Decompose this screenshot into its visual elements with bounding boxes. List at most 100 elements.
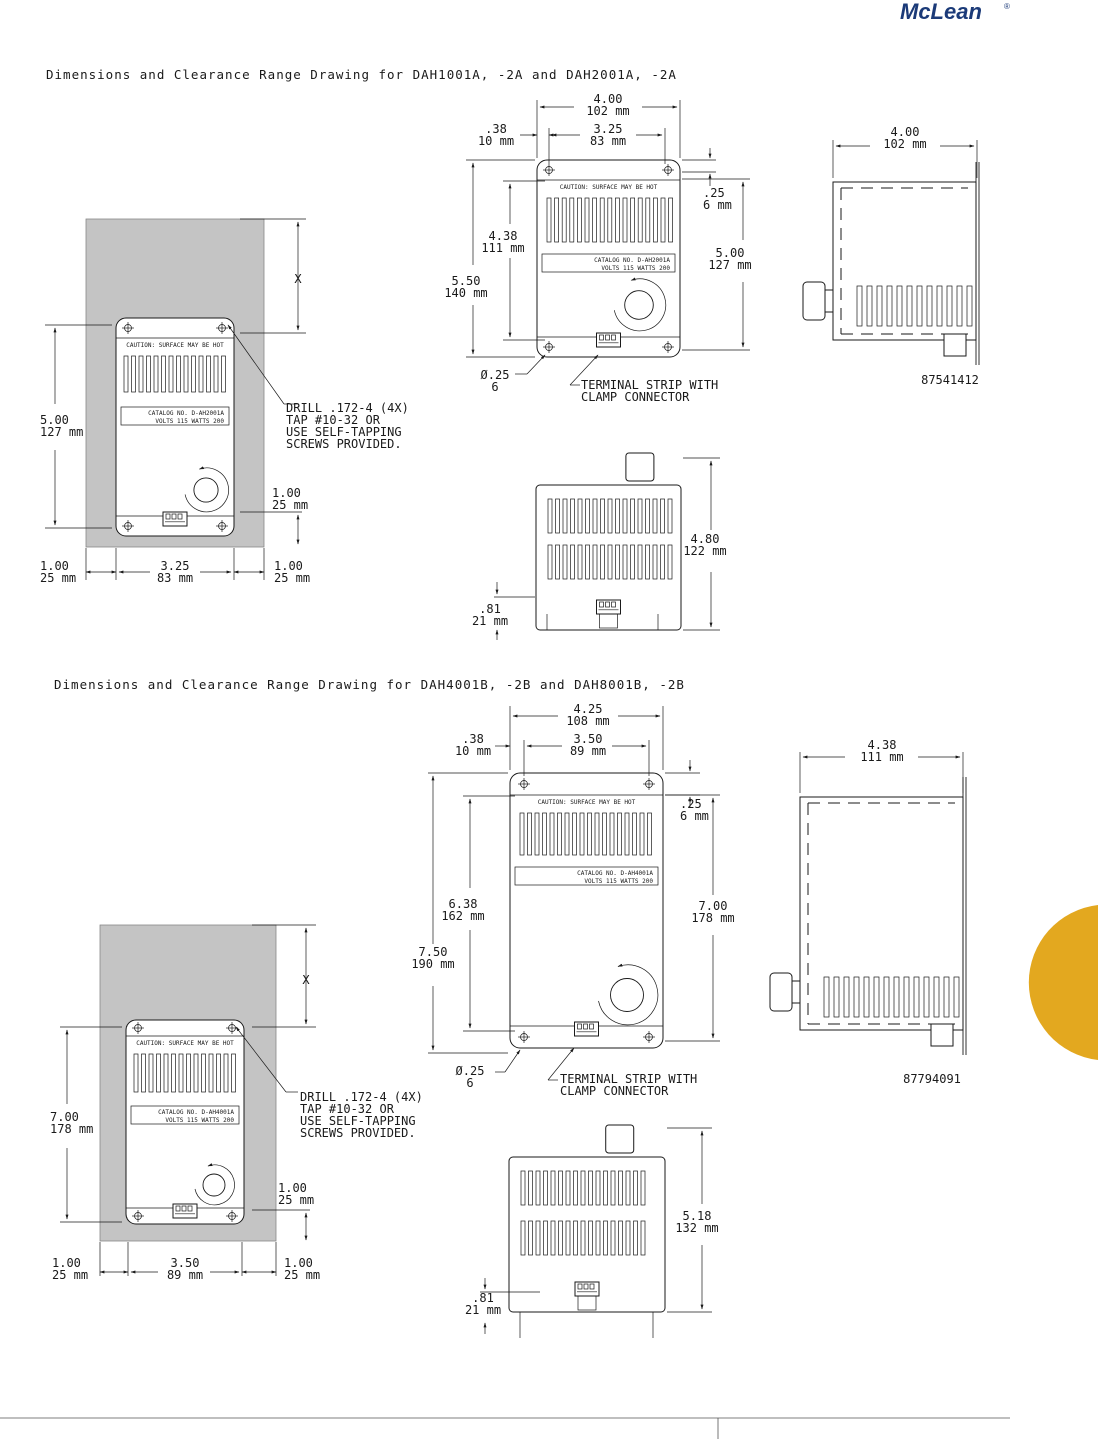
top-vent-slot bbox=[615, 498, 620, 534]
vent-slot bbox=[587, 812, 592, 856]
front-outer-h-inch: 5.50 bbox=[452, 274, 481, 288]
top-vent-slot bbox=[600, 544, 605, 580]
side-width-inch: 4.38 bbox=[868, 738, 897, 752]
catalog-number: CATALOG NO. D-AH4001A bbox=[577, 870, 653, 877]
top-vent-slot bbox=[547, 544, 553, 580]
front-edge-inch: .38 bbox=[485, 122, 507, 136]
vent-slot bbox=[660, 197, 666, 243]
panel-left-mm: 25 mm bbox=[52, 1268, 88, 1282]
top-height-inch: 5.18 bbox=[683, 1209, 712, 1223]
front-outer-h-mm: 190 mm bbox=[411, 957, 454, 971]
side-vent-slot bbox=[856, 285, 863, 327]
top-vent-slot bbox=[622, 498, 628, 534]
vent-slot bbox=[594, 812, 600, 856]
vent-slot bbox=[647, 812, 652, 856]
front-terminal-mm: CLAMP CONNECTOR bbox=[560, 1084, 669, 1098]
knob-shaft bbox=[791, 980, 801, 1004]
side-vent-slot bbox=[853, 976, 860, 1018]
clearance-label: X bbox=[294, 272, 302, 286]
top-offset-inch: .81 bbox=[472, 1291, 494, 1305]
drill-note: DRILL .172-4 (4X) bbox=[286, 401, 409, 415]
front-top-inch: .25 bbox=[680, 797, 702, 811]
caution-label: CAUTION: SURFACE MAY BE HOT bbox=[136, 1040, 234, 1047]
terminal-screw bbox=[577, 1023, 582, 1030]
thermostat-dial-arc bbox=[598, 963, 659, 1026]
top-vent-slot bbox=[588, 1170, 593, 1206]
caution-label: CAUTION: SURFACE MAY BE HOT bbox=[538, 799, 636, 806]
top-vent-slot bbox=[570, 544, 575, 580]
terminal-screw bbox=[599, 334, 604, 341]
front-hole-inch: Ø.25 bbox=[481, 368, 510, 382]
terminal-screw bbox=[165, 513, 171, 520]
side-vent-slot bbox=[946, 285, 953, 327]
volts-watts: VOLTS 115 WATTS 200 bbox=[165, 1117, 234, 1124]
vent-slot bbox=[607, 197, 613, 243]
thermostat-dial-arc bbox=[194, 1163, 235, 1206]
rating-label-plate bbox=[514, 866, 659, 886]
top-offset-inch: .81 bbox=[479, 602, 501, 616]
volts-watts: VOLTS 115 WATTS 200 bbox=[155, 418, 224, 425]
panel-center-inch: 3.25 bbox=[161, 559, 190, 573]
side-vent-slot bbox=[886, 285, 893, 327]
side-vent-slot bbox=[873, 976, 880, 1018]
front-hole-inch: Ø.25 bbox=[456, 1064, 485, 1078]
terminal-screw bbox=[605, 601, 610, 608]
side-vent-slot bbox=[906, 285, 913, 327]
drill-note: DRILL .172-4 (4X) bbox=[300, 1090, 423, 1104]
top-vent-slot bbox=[618, 1170, 623, 1206]
front-body-h-mm: 178 mm bbox=[691, 911, 734, 925]
top-vent-slot bbox=[562, 498, 568, 534]
terminal-screw bbox=[599, 601, 604, 608]
front-terminal-inch: TERMINAL STRIP WITH bbox=[581, 378, 718, 392]
top-vent-slot bbox=[592, 498, 598, 534]
vent-slot bbox=[176, 355, 181, 393]
top-vent-slot bbox=[565, 1170, 571, 1206]
terminal-screw bbox=[589, 1023, 594, 1030]
unit-outline bbox=[125, 1019, 245, 1225]
vent-slot bbox=[632, 812, 637, 856]
top-vent-slot bbox=[528, 1170, 533, 1206]
top-vent-slot bbox=[615, 544, 620, 580]
volts-watts: VOLTS 115 WATTS 200 bbox=[584, 878, 653, 885]
thermostat-knob-icon bbox=[610, 978, 644, 1012]
front-hole-spacing-inch: 3.25 bbox=[594, 122, 623, 136]
caution-label: CAUTION: SURFACE MAY BE HOT bbox=[560, 184, 658, 191]
top-vent-slot bbox=[528, 1220, 533, 1256]
side-width-mm: 102 mm bbox=[883, 137, 926, 151]
vent-slot bbox=[542, 812, 547, 856]
side-vent-slot bbox=[876, 285, 883, 327]
rating-label-plate bbox=[120, 406, 230, 426]
drill-note: USE SELF-TAPPING bbox=[286, 425, 402, 439]
vent-slot bbox=[602, 812, 607, 856]
side-width-inch: 4.00 bbox=[891, 125, 920, 139]
top-vent-slot bbox=[630, 544, 635, 580]
vent-slot bbox=[148, 1053, 154, 1093]
vent-slot bbox=[183, 355, 189, 393]
vent-slot bbox=[178, 1053, 184, 1093]
side-vent-slot bbox=[916, 285, 923, 327]
side-vent-slot bbox=[936, 285, 943, 327]
top-vent-slot bbox=[547, 498, 553, 534]
thermostat-top-icon bbox=[625, 452, 655, 482]
drill-note: TAP #10-32 OR bbox=[300, 1102, 395, 1116]
top-vent-slot bbox=[595, 1170, 601, 1206]
hole-leader bbox=[526, 354, 546, 375]
top-vent-slot bbox=[637, 544, 643, 580]
front-outer-h-inch: 7.50 bbox=[419, 945, 448, 959]
drill-note: SCREWS PROVIDED. bbox=[300, 1126, 416, 1140]
vent-slot bbox=[569, 197, 575, 243]
top-view-outline bbox=[535, 484, 682, 631]
drill-note: USE SELF-TAPPING bbox=[300, 1114, 416, 1128]
vent-slot bbox=[146, 355, 151, 393]
panel-left-mm: 25 mm bbox=[40, 571, 76, 585]
section-b-drawings: CAUTION: SURFACE MAY BE HOT CATALOG NO. D… bbox=[50, 702, 967, 1338]
side-vent-slot bbox=[953, 976, 960, 1018]
side-vent-slot bbox=[843, 976, 850, 1018]
vent-slot bbox=[191, 355, 196, 393]
vent-slot bbox=[572, 812, 577, 856]
rating-label-plate bbox=[541, 253, 676, 273]
vent-slot bbox=[163, 1053, 169, 1093]
front-inner-h-inch: 4.38 bbox=[489, 229, 518, 243]
top-vent-slot bbox=[633, 1170, 638, 1206]
vent-slot bbox=[198, 355, 204, 393]
